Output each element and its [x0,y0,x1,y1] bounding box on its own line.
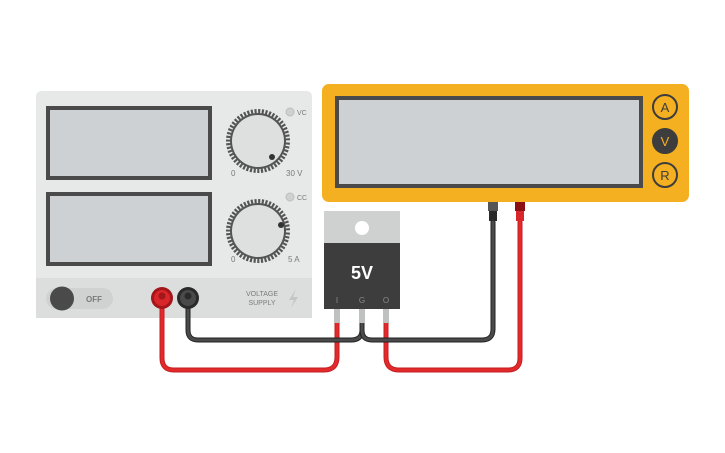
multimeter[interactable]: A V R [322,84,689,221]
brand-label-line1: VOLTAGE [246,291,278,298]
regulator-label: 5V [351,263,373,283]
regulator-pin-ground-label: G [359,296,365,305]
regulator-pin-input-label: I [336,296,338,305]
current-knob[interactable] [224,197,292,265]
voltage-regulator[interactable]: 5V I G O [324,211,400,323]
voltage-knob[interactable] [224,107,292,175]
wires [159,219,523,373]
cc-indicator-label: CC [297,195,307,202]
mode-button-volt[interactable]: V [652,128,678,154]
multimeter-positive-probe[interactable] [515,202,525,221]
current-knob-max-label: 5 A [288,255,300,264]
mode-button-resistance-label: R [660,168,669,183]
wire-meter-positive[interactable] [383,219,523,373]
multimeter-display [339,100,639,184]
voltage-display [50,110,208,176]
mode-button-ampere-label: A [661,100,670,115]
current-knob-min-label: 0 [231,255,236,264]
lightning-bolt-icon [289,289,298,308]
brand-label-line2: SUPPLY [248,300,275,307]
regulator-pin-output[interactable] [383,309,389,323]
vc-indicator-led [285,107,295,117]
current-knob-marker [278,222,284,228]
regulator-pin-input[interactable] [334,309,340,323]
current-display [50,196,208,262]
regulator-pin-ground[interactable] [359,309,365,323]
supply-positive-terminal[interactable] [151,287,173,309]
multimeter-com-probe[interactable] [488,202,498,221]
voltage-knob-max-label: 30 V [286,169,303,178]
power-switch-label: OFF [86,295,102,304]
power-supply[interactable]: 0 30 V 0 5 A VC CC OFF VOLTAGE SUPPLY [36,91,312,318]
supply-negative-terminal[interactable] [177,287,199,309]
regulator-pin-output-label: O [383,296,389,305]
mode-button-volt-label: V [661,134,670,149]
power-switch-knob [50,286,74,311]
cc-indicator-led [285,192,295,202]
regulator-body [324,243,400,309]
mode-button-resistance[interactable]: R [652,162,678,188]
mode-button-ampere[interactable]: A [652,94,678,120]
vc-indicator-label: VC [297,110,307,117]
voltage-knob-marker [269,154,275,160]
power-switch[interactable]: OFF [46,286,113,311]
voltage-knob-min-label: 0 [231,169,236,178]
regulator-mount-hole [355,221,369,235]
